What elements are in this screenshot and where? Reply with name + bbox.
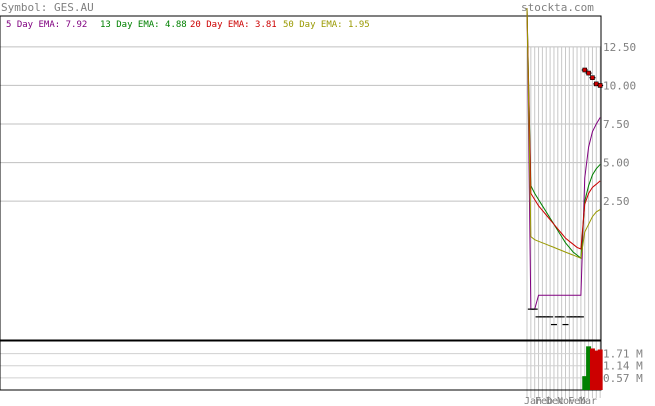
volume-bar	[582, 376, 588, 390]
price-tick-label: 12.50	[603, 41, 636, 54]
date-tick-label: Dec	[546, 396, 564, 406]
candle-body	[597, 83, 603, 88]
axis-labels-layer: 12.50 10.00 7.50 5.00 2.50 1.71 M1.14 M0.57 M…	[524, 41, 643, 406]
ema-series-line	[526, 8, 601, 310]
price-tick-label: 2.50	[603, 195, 630, 208]
date-tick-label: Feb	[535, 396, 553, 406]
volume-tick-label: 0.57 M	[603, 372, 643, 385]
price-panel-frame	[0, 15, 602, 341]
ema-series-line	[526, 8, 601, 250]
candle-body	[582, 67, 588, 73]
price-marks-layer	[527, 67, 604, 326]
date-tick-label: Nov	[557, 396, 575, 406]
date-tick-label: Jan	[524, 396, 542, 406]
candle-body	[586, 70, 591, 76]
price-tick-label: 5.00	[603, 157, 630, 170]
legend-entry: 5 Day EMA: 7.92	[6, 20, 87, 30]
legend-entry: 50 Day EMA: 1.95	[283, 20, 370, 30]
date-tick-label: Mar	[579, 396, 597, 406]
legend-entry: 13 Day EMA: 4.88	[100, 20, 187, 30]
volume-bar	[597, 349, 603, 390]
site-watermark: stockta.com	[521, 1, 594, 14]
price-series-layer	[526, 8, 601, 310]
price-tick-label: 7.50	[603, 118, 630, 131]
ema-series-line	[526, 8, 601, 260]
volume-bar	[589, 348, 595, 390]
legend-entry: 20 Day EMA: 3.81	[190, 20, 277, 30]
candle-body	[590, 75, 595, 81]
ema-series-line	[526, 8, 601, 259]
volume-bar	[586, 346, 592, 390]
volume-tick-label: 1.71 M	[603, 348, 643, 361]
price-tick-label: 10.00	[603, 79, 636, 92]
grid-layer	[0, 46, 601, 398]
date-tick-label: Feb	[568, 396, 586, 406]
volume-bars-layer	[524, 346, 603, 390]
symbol-title: Symbol: GES.AU	[1, 1, 94, 14]
volume-bar	[593, 350, 599, 390]
volume-tick-label: 1.14 M	[603, 360, 643, 373]
